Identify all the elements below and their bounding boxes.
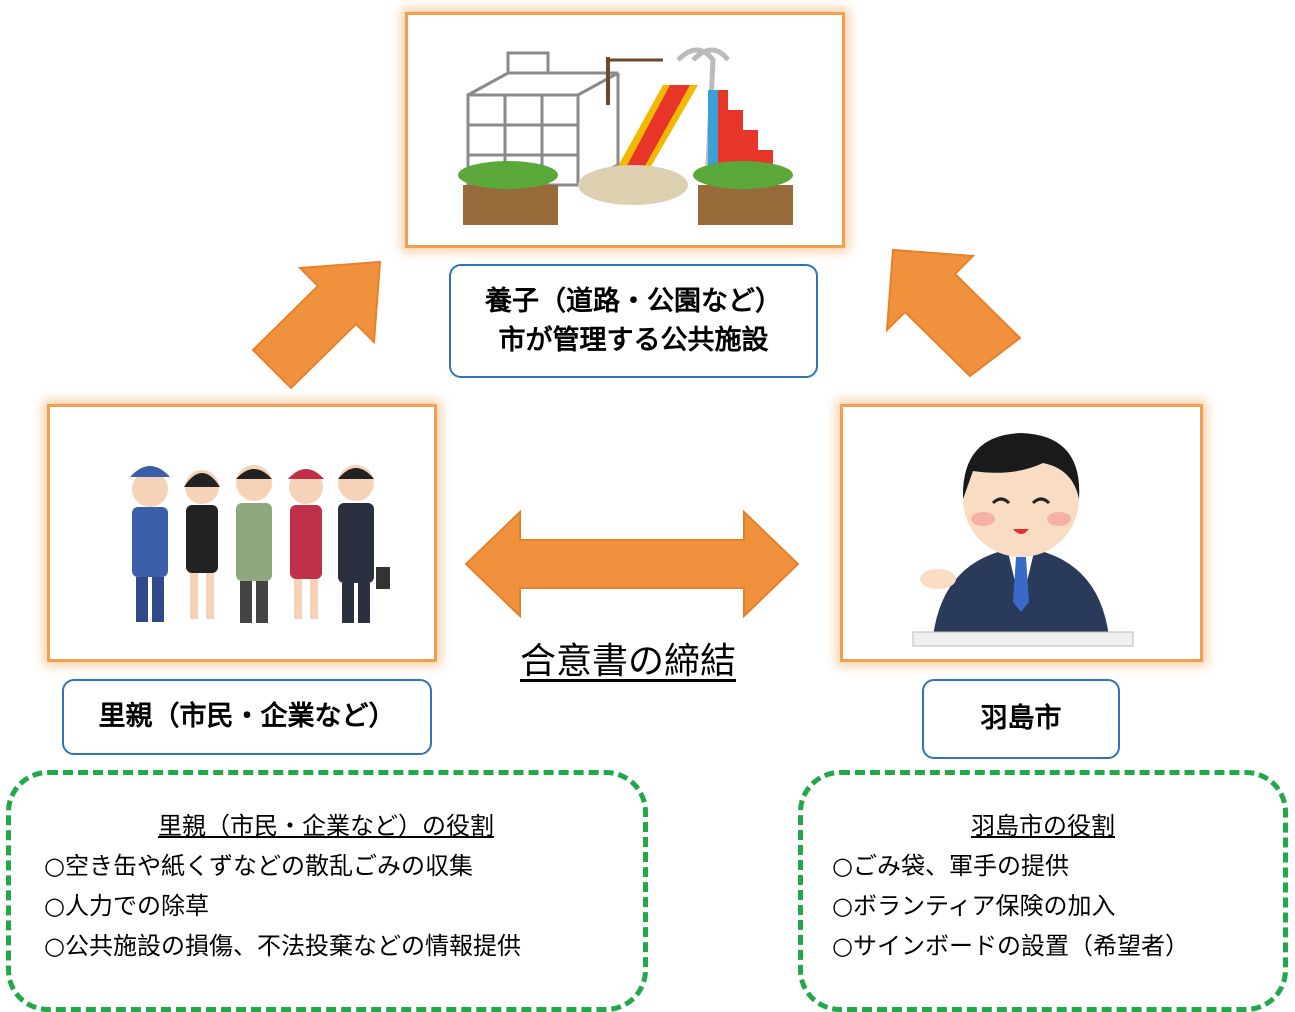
foster-role-title: 里親（市民・企業など）の役割 [158,812,494,840]
relationship-arrows [251,248,1022,619]
foster-role-item: ○空き缶や紙くずなどの散乱ごみの収集 [44,852,473,880]
arrow-agreement-double [464,509,800,619]
arrow-foster-to-adoptee [251,260,382,390]
city-official-image [840,404,1203,662]
city-role-box [798,770,1288,1012]
agreement-label: 合意書の締結 [520,641,737,682]
playground-image [405,12,845,248]
foster-parent-label: 里親（市民・企業など） [98,701,396,733]
citizens-illustration-icon [130,465,390,623]
city-role-item: ○ボランティア保険の加入 [832,892,1116,920]
arrow-city-to-adoptee [885,248,1022,378]
adoptee-label-line2: 市が管理する公共施設 [498,325,769,356]
adoptee-label-line1: 養子（道路・公園など） [485,285,782,317]
city-role-item: ○サインボードの設置（希望者） [832,932,1189,960]
citizens-image [47,404,437,662]
foster-parent-label-box: 里親（市民・企業など） [62,679,432,755]
playground-illustration-icon [458,47,793,225]
city-role-title: 羽島市の役割 [971,812,1115,840]
city-label: 羽島市 [980,703,1062,735]
foster-role-box [6,770,648,1012]
city-role-item: ○ごみ袋、軍手の提供 [832,852,1069,880]
foster-role-item: ○公共施設の損傷、不法投棄などの情報提供 [44,932,521,960]
city-label-box: 羽島市 [922,679,1120,759]
adoptee-label-box: 養子（道路・公園など） 市が管理する公共施設 [449,264,818,378]
foster-role-item: ○人力での除草 [44,892,209,920]
city-official-illustration-icon [912,433,1134,647]
